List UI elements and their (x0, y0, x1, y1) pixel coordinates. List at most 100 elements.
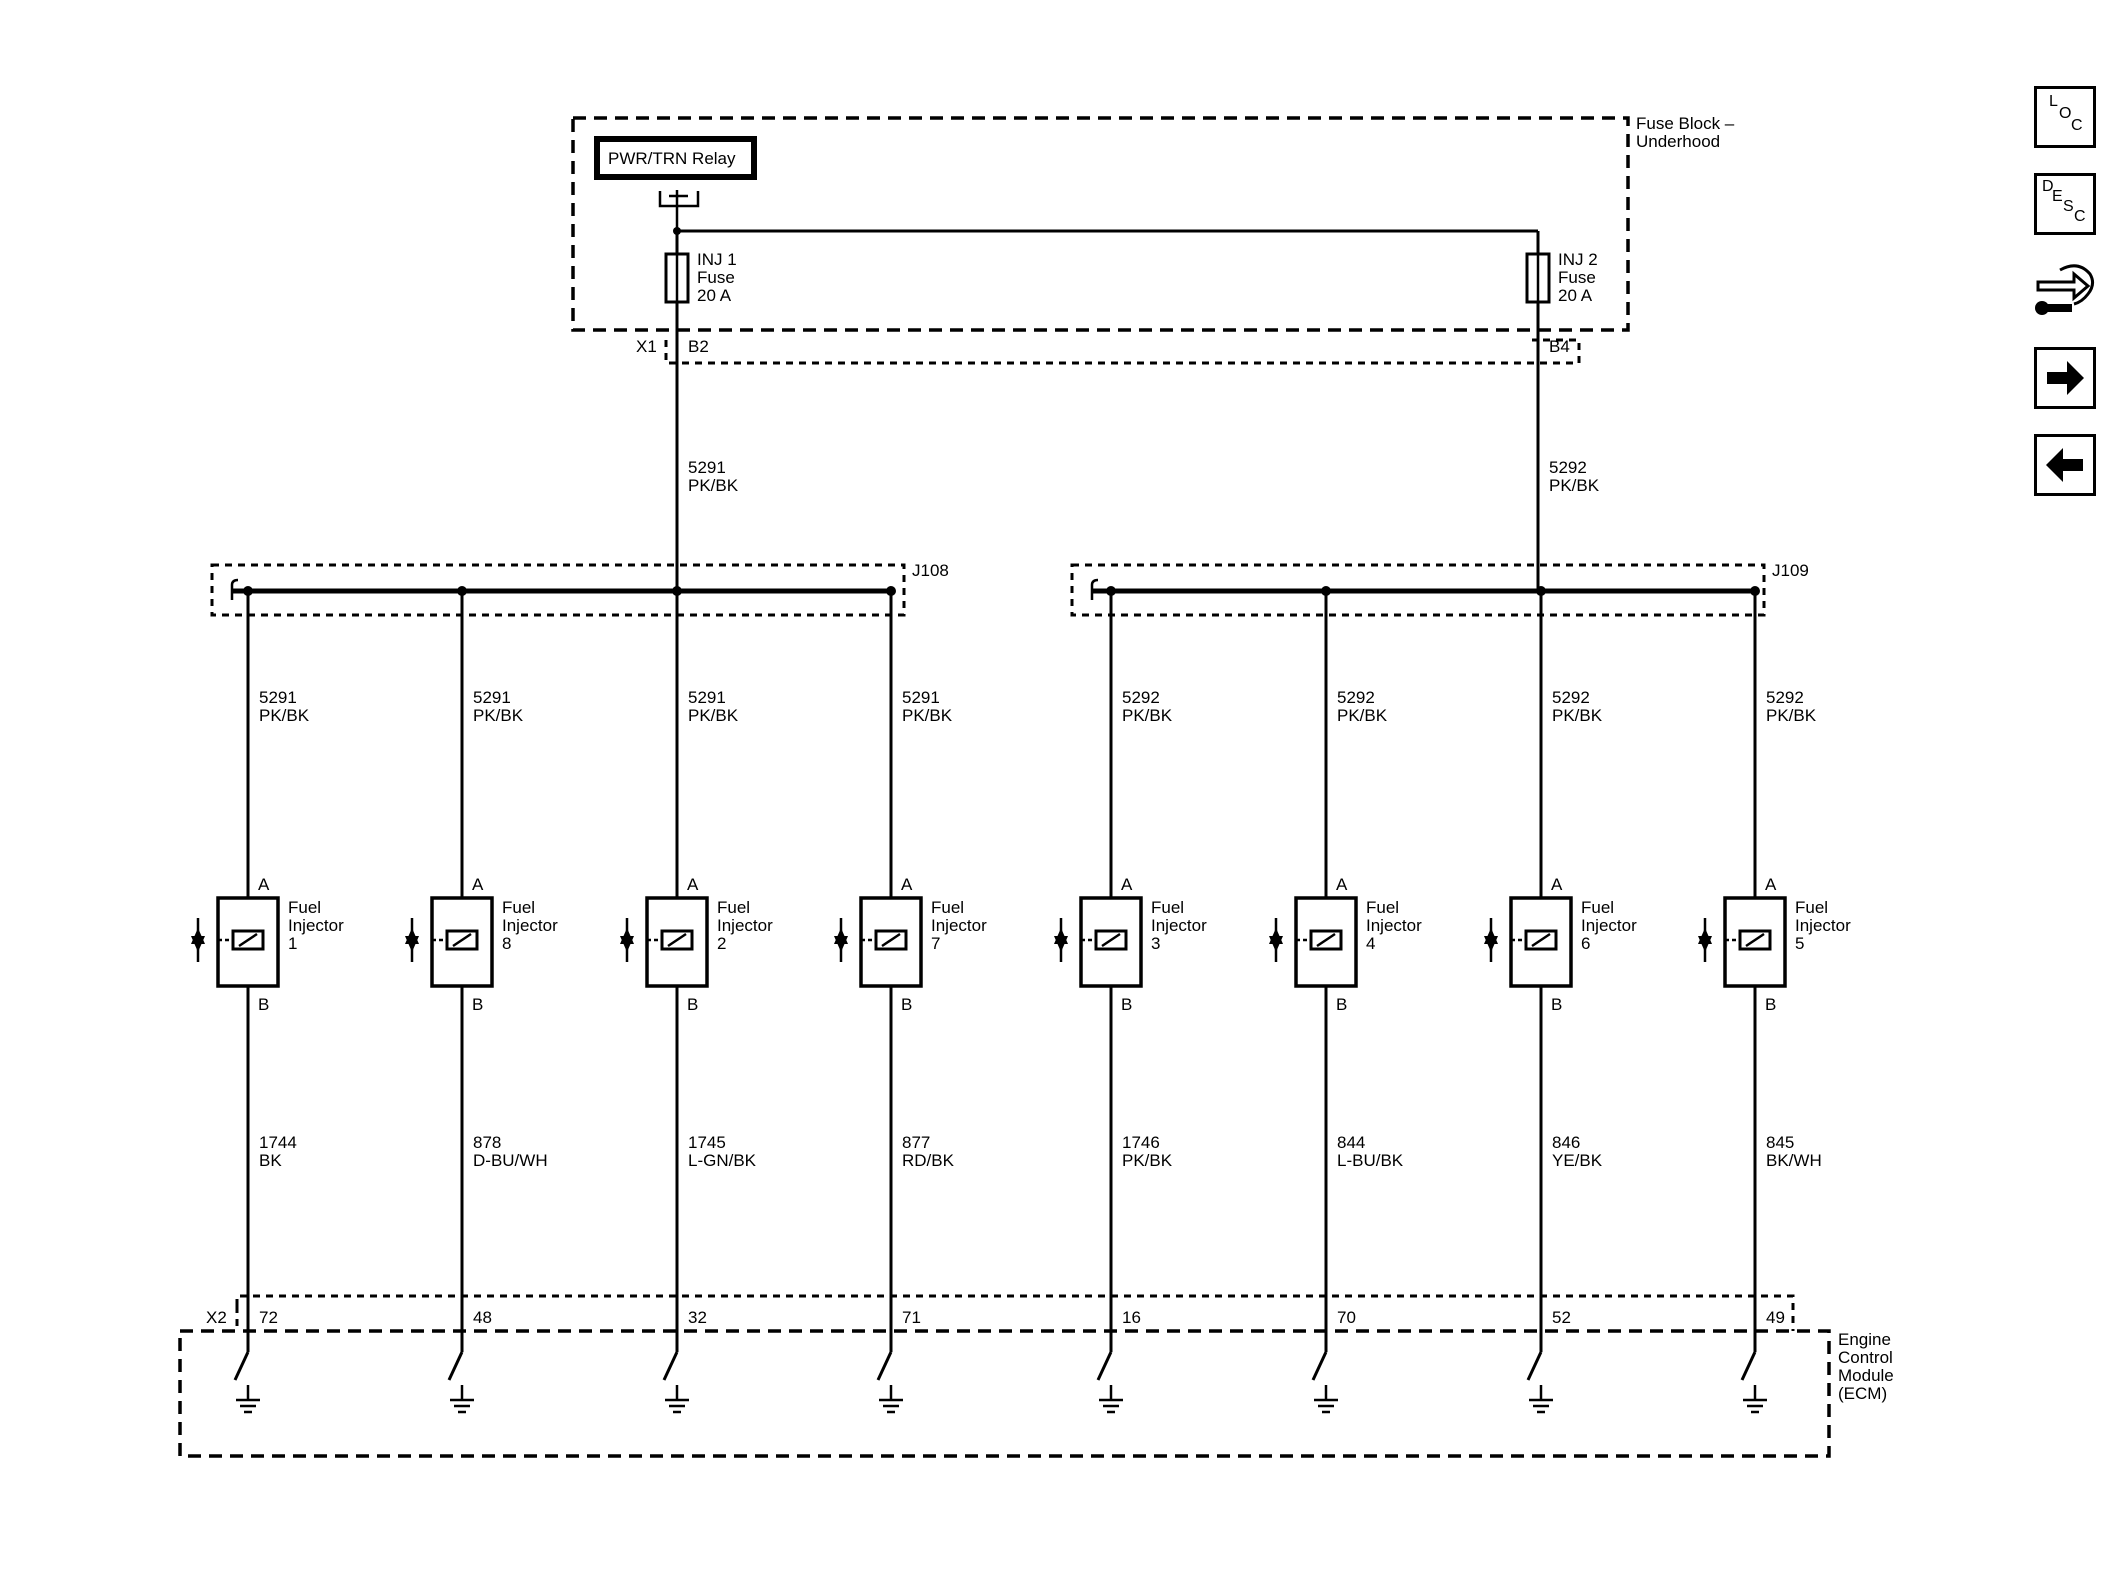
injector-channels: 5291PK/BKABFuelInjector11744BK725291PK/B… (191, 586, 1851, 1414)
in-circuit-label: 5292 (1552, 688, 1590, 707)
connector-tool-button[interactable] (2034, 260, 2096, 322)
in-color-label: PK/BK (902, 706, 953, 725)
connector-tool-icon (2035, 264, 2095, 315)
injector-title-2: Injector (1366, 916, 1422, 935)
out-circuit-label: 877 (902, 1133, 930, 1152)
out-circuit-label: 1744 (259, 1133, 297, 1152)
previous-button[interactable] (2034, 434, 2096, 496)
injector-title-1: Fuel (1795, 898, 1828, 917)
out-circuit-label: 845 (1766, 1133, 1794, 1152)
in-circuit-label: 5291 (902, 688, 940, 707)
in-color-label: PK/BK (473, 706, 524, 725)
splice-j109: J109 (1070, 561, 1809, 617)
loc-letter-2: O (2059, 105, 2072, 122)
pin-a-label: A (258, 875, 270, 894)
out-circuit-label: 1746 (1122, 1133, 1160, 1152)
feed2-color: PK/BK (1549, 476, 1600, 495)
in-color-label: PK/BK (1337, 706, 1388, 725)
out-color-label: BK/WH (1766, 1151, 1822, 1170)
out-circuit-label: 844 (1337, 1133, 1365, 1152)
ecm-label-3: Module (1838, 1366, 1894, 1385)
in-circuit-label: 5291 (688, 688, 726, 707)
ecm-label-2: Control (1838, 1348, 1893, 1367)
out-color-label: RD/BK (902, 1151, 955, 1170)
in-circuit-label: 5292 (1122, 688, 1160, 707)
relay-label: PWR/TRN Relay (608, 149, 736, 168)
out-color-label: L-GN/BK (688, 1151, 757, 1170)
fuse-block-label-1: Fuse Block – (1636, 114, 1735, 133)
ecm-label-1: Engine (1838, 1330, 1891, 1349)
ecm-pin-label: 72 (259, 1308, 278, 1327)
ecm-switch (233, 1351, 250, 1381)
injector-number: 2 (717, 934, 726, 953)
ground-icon (1743, 1398, 1767, 1414)
in-color-label: PK/BK (688, 706, 739, 725)
fuse1-line2: Fuse (697, 268, 735, 287)
pin-b-label: B (1121, 995, 1132, 1014)
feed2-circuit: 5292 (1549, 458, 1587, 477)
pin-b-label: B (258, 995, 269, 1014)
in-circuit-label: 5292 (1337, 688, 1375, 707)
pin-b-label: B (1336, 995, 1347, 1014)
splice-dot (1750, 586, 1760, 596)
splice-dot (243, 586, 253, 596)
injector-title-2: Injector (502, 916, 558, 935)
ecm-pin-label: 70 (1337, 1308, 1356, 1327)
injector-title-2: Injector (1151, 916, 1207, 935)
pin-b4: B4 (1549, 337, 1570, 356)
pin-b-label: B (1765, 995, 1776, 1014)
ground-icon (1529, 1398, 1553, 1414)
injector-number: 6 (1581, 934, 1590, 953)
ground-icon (1314, 1398, 1338, 1414)
arrow-right-icon (2047, 361, 2084, 395)
injector-title-2: Injector (1581, 916, 1637, 935)
fuse1-line3: 20 A (697, 286, 732, 305)
injector-title-2: Injector (717, 916, 773, 935)
ground-icon (450, 1398, 474, 1414)
description-button[interactable]: D E S C (2034, 173, 2096, 235)
pin-a-label: A (1336, 875, 1348, 894)
splice-dot (457, 586, 467, 596)
next-button[interactable] (2034, 347, 2096, 409)
ecm-pin-label: 16 (1122, 1308, 1141, 1327)
pin-b-label: B (1551, 995, 1562, 1014)
in-circuit-label: 5291 (259, 688, 297, 707)
fuse2-line3: 20 A (1558, 286, 1593, 305)
ground-icon (1099, 1398, 1123, 1414)
pin-a-label: A (1121, 875, 1133, 894)
pin-a-label: A (901, 875, 913, 894)
desc-letter-2: E (2052, 188, 2063, 205)
ecm-switch (1526, 1351, 1543, 1381)
ecm-pin-label: 32 (688, 1308, 707, 1327)
ground-icon (879, 1398, 903, 1414)
loc-letter-1: L (2049, 93, 2058, 110)
injector-number: 7 (931, 934, 940, 953)
fuse2-line1: INJ 2 (1558, 250, 1598, 269)
in-color-label: PK/BK (259, 706, 310, 725)
desc-letter-4: C (2074, 208, 2086, 225)
injector-title-1: Fuel (931, 898, 964, 917)
injector-title-1: Fuel (502, 898, 535, 917)
desc-letter-3: S (2063, 198, 2074, 215)
pin-a-label: A (1551, 875, 1563, 894)
in-color-label: PK/BK (1552, 706, 1603, 725)
injector-title-2: Injector (1795, 916, 1851, 935)
in-color-label: PK/BK (1766, 706, 1817, 725)
in-circuit-label: 5291 (473, 688, 511, 707)
ecm-switch (1096, 1351, 1113, 1381)
ecm-switch (1740, 1351, 1757, 1381)
injector-title-1: Fuel (1366, 898, 1399, 917)
injector-number: 5 (1795, 934, 1804, 953)
ecm-switch (662, 1351, 679, 1381)
location-button[interactable]: L O C (2034, 86, 2096, 148)
injector-title-1: Fuel (1151, 898, 1184, 917)
injector-number: 8 (502, 934, 511, 953)
arrow-left-icon (2046, 448, 2083, 482)
